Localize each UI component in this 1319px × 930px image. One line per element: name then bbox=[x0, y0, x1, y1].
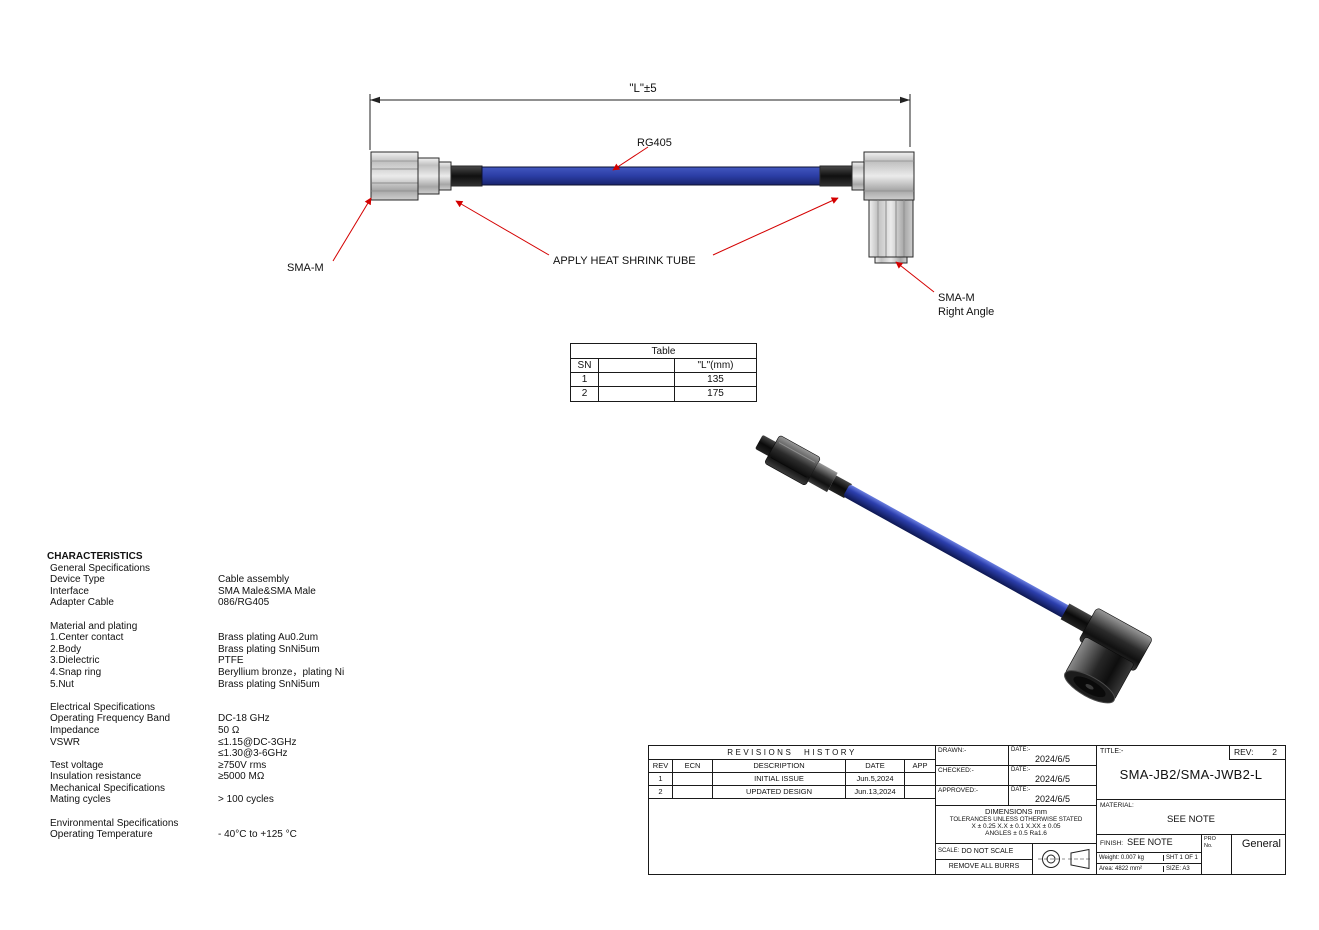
spec-row: Mating cycles> 100 cycles bbox=[50, 794, 274, 806]
length-table: Table SN "L"(mm) 1 135 2 175 bbox=[570, 343, 757, 402]
signoff-checked: CHECKED:- DATE:- 2024/6/5 bbox=[936, 766, 1096, 786]
right-crimp-2d bbox=[851, 161, 865, 191]
cable-2d bbox=[481, 166, 821, 186]
blank-cell bbox=[599, 359, 675, 372]
projection-symbol bbox=[1033, 844, 1096, 874]
signoff-approved: APPROVED:- DATE:- 2024/6/5 bbox=[936, 786, 1096, 806]
left-crimp-2d bbox=[438, 161, 452, 191]
left-connector-body-2d bbox=[417, 157, 440, 195]
iso-cable bbox=[844, 485, 1078, 623]
spec-row: Operating Temperature- 40°C to +125 °C bbox=[50, 829, 297, 841]
area-row: Area: 4822 mm² SIZE: A3 bbox=[1097, 863, 1201, 874]
spec-row: ≤1.30@3-6GHz bbox=[218, 748, 288, 760]
burrs-note: REMOVE ALL BURRS bbox=[948, 863, 1020, 871]
spec-section: General Specifications bbox=[50, 562, 151, 574]
heat-shrink-right-2d bbox=[819, 165, 853, 187]
spec-row: Insulation resistance≥5000 MΩ bbox=[50, 771, 265, 783]
left-connector-nut-2d bbox=[370, 151, 419, 201]
length-table-header-row: SN "L"(mm) bbox=[571, 359, 756, 373]
assembly-2d bbox=[370, 151, 915, 264]
right-interface-2d bbox=[874, 256, 908, 264]
dimension-label: "L"±5 bbox=[629, 83, 656, 95]
spec-section: Environmental Specifications bbox=[50, 817, 179, 829]
leader-shrink-right bbox=[712, 197, 839, 256]
length-header: "L"(mm) bbox=[697, 360, 734, 371]
revisions-title: REVISIONS HISTORY bbox=[649, 746, 935, 760]
spec-row: VSWR≤1.15@DC-3GHz bbox=[50, 736, 297, 748]
revisions-header-row: REV ECN DESCRIPTION DATE APP bbox=[649, 760, 935, 773]
spacer bbox=[47, 806, 392, 818]
spec-section: Electrical Specifications bbox=[50, 701, 156, 713]
spec-section: Mechanical Specifications bbox=[50, 782, 166, 794]
revisions-history-table: REVISIONS HISTORY REV ECN DESCRIPTION DA… bbox=[649, 746, 936, 874]
signoff-drawn: DRAWN:- DATE:- 2024/6/5 bbox=[936, 746, 1096, 766]
right-connector-label-1: SMA-M bbox=[938, 292, 975, 304]
finish-area: FINISH:SEE NOTE Weight: 0.007 kg SHT 1 O… bbox=[1097, 835, 1285, 874]
revision-row: 1 INITIAL ISSUE Jun.5,2024 bbox=[649, 773, 935, 786]
leader-sma-left bbox=[332, 197, 372, 262]
right-nut-2d bbox=[868, 199, 914, 258]
right-connector-label-2: Right Angle bbox=[938, 306, 994, 318]
spacer bbox=[47, 609, 392, 621]
left-connector-label: SMA-M bbox=[287, 262, 324, 274]
right-elbow-2d bbox=[863, 151, 915, 201]
pro-no-cell: PRO No. bbox=[1202, 835, 1232, 874]
callout-labels: RG405 SMA-M APPLY HEAT SHRINK TUBE SMA-M… bbox=[287, 137, 994, 318]
dimension-L bbox=[369, 94, 911, 150]
spec-section: Material and plating bbox=[50, 620, 138, 632]
leader-sma-right bbox=[895, 261, 935, 293]
iso-view-3d bbox=[755, 435, 1152, 704]
leader-lines bbox=[332, 146, 935, 293]
tolerances-block: DIMENSIONS mm TOLERANCES UNLESS OTHERWIS… bbox=[936, 806, 1096, 844]
pro-value: General bbox=[1241, 838, 1281, 850]
spec-row: Test voltage≥750V rms bbox=[50, 759, 267, 771]
weight-row: Weight: 0.007 kg SHT 1 OF 1 bbox=[1097, 852, 1201, 863]
iso-nut bbox=[765, 435, 821, 486]
spacer bbox=[47, 690, 392, 702]
leader-rg405 bbox=[612, 146, 649, 171]
length-table-row: 2 175 bbox=[571, 387, 756, 401]
iso-body bbox=[807, 462, 838, 493]
revision-row: 2 UPDATED DESIGN Jun.13,2024 bbox=[649, 786, 935, 799]
title-block-middle: DRAWN:- DATE:- 2024/6/5 CHECKED:- DATE:-… bbox=[936, 746, 1097, 874]
title-area: TITLE:- REV: 2 SMA-JB2/SMA-JWB2-L bbox=[1097, 746, 1285, 800]
characteristics-heading: CHARACTERISTICS bbox=[47, 551, 143, 562]
material-area: MATERIAL: SEE NOTE bbox=[1097, 800, 1285, 835]
title-block: REVISIONS HISTORY REV ECN DESCRIPTION DA… bbox=[648, 745, 1286, 875]
iso-shrink bbox=[1060, 603, 1094, 633]
scale-row: SCALE: DO NOT SCALE bbox=[936, 844, 1032, 860]
heat-shrink-label: APPLY HEAT SHRINK TUBE bbox=[553, 255, 696, 267]
third-angle-projection-icon bbox=[1037, 848, 1092, 870]
title-block-right: TITLE:- REV: 2 SMA-JB2/SMA-JWB2-L MATERI… bbox=[1097, 746, 1285, 874]
characteristics-block: CHARACTERISTICS General Specifications D… bbox=[47, 551, 392, 841]
heat-shrink-left-2d bbox=[450, 165, 483, 187]
length-table-title: Table bbox=[571, 344, 756, 359]
drawing-title: SMA-JB2/SMA-JWB2-L bbox=[1119, 767, 1263, 782]
sn-header: SN bbox=[571, 359, 599, 372]
scale-block: SCALE: DO NOT SCALE REMOVE ALL BURRS bbox=[936, 844, 1096, 874]
length-table-row: 1 135 bbox=[571, 373, 756, 387]
leader-shrink-left bbox=[455, 200, 550, 256]
rev-box: REV: 2 bbox=[1229, 746, 1285, 760]
cable-label: RG405 bbox=[637, 137, 672, 149]
